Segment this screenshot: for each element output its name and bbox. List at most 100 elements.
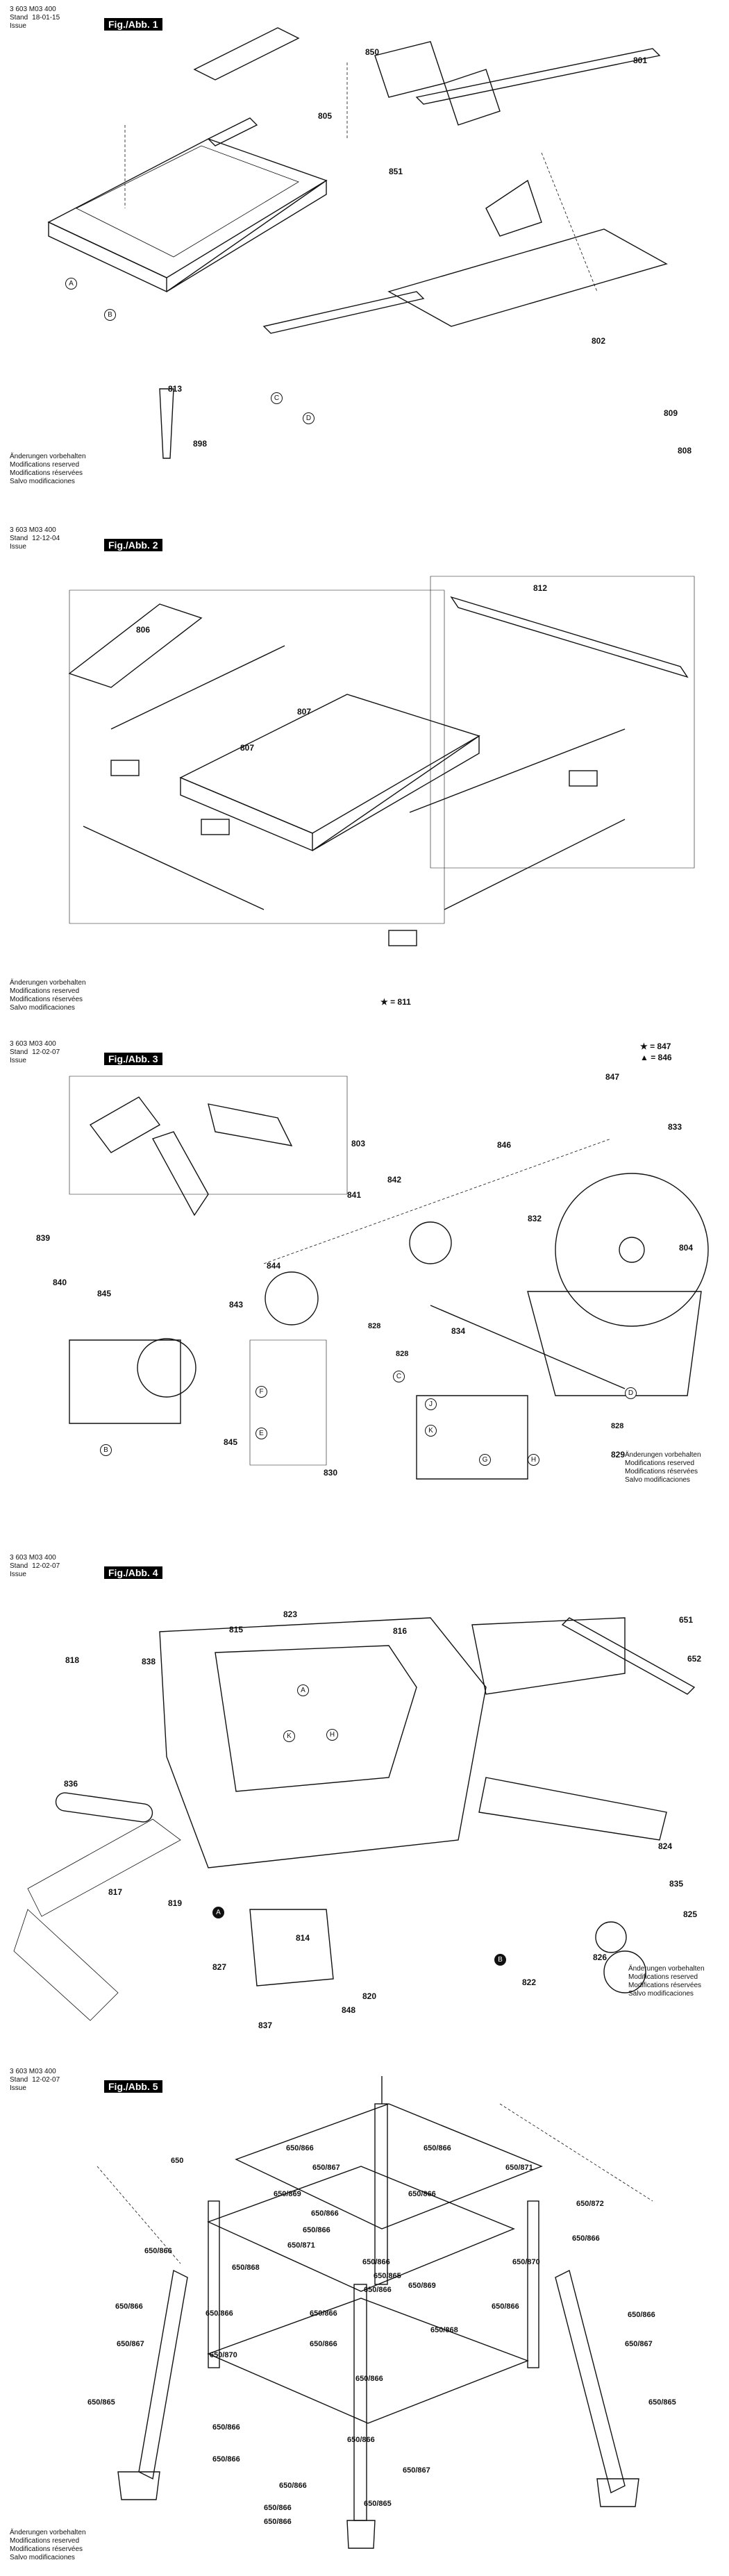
ref-letter: J (425, 1398, 437, 1410)
part-label: 650/866 (212, 2455, 240, 2464)
part-label: 650/866 (286, 2144, 314, 2152)
exploded-view-1 (47, 27, 668, 459)
part-label: 820 (362, 1991, 377, 2001)
part-label: 825 (683, 1909, 698, 1919)
part-label: 650/872 (576, 2200, 604, 2208)
exploded-view-2 (68, 576, 695, 946)
part-label: 844 (267, 1261, 281, 1271)
stand-label: Stand (10, 14, 28, 22)
part-label: 812 (533, 583, 548, 593)
part-label: 650/866 (364, 2286, 392, 2294)
date: 18-01-15 (32, 14, 60, 22)
part-label: 650/865 (364, 2500, 392, 2508)
part-label: 650/866 (311, 2209, 339, 2218)
figure-title: Fig./Abb. 3 (104, 1053, 162, 1065)
legend: ★ = 847 (640, 1042, 671, 1051)
part-label: 827 (212, 1962, 227, 1972)
part-label: 838 (142, 1657, 156, 1666)
part-label: 840 (53, 1278, 67, 1287)
part-label: 842 (387, 1175, 402, 1185)
part-label: 650/871 (287, 2241, 315, 2250)
exploded-view-5 (97, 2076, 653, 2549)
part-label: 817 (108, 1887, 123, 1897)
figure-title: Fig./Abb. 4 (104, 1566, 162, 1579)
part-label: 834 (451, 1326, 466, 1336)
figure-title: Fig./Abb. 5 (104, 2080, 162, 2093)
part-label: 650/866 (264, 2518, 292, 2526)
part-label: 807 (240, 743, 255, 753)
part-label: 814 (296, 1933, 310, 1943)
part-label: 824 (658, 1841, 673, 1851)
legend: ★ = 811 (380, 997, 411, 1007)
figure-title: Fig./Abb. 2 (104, 539, 162, 551)
part-label: 650/869 (274, 2190, 301, 2198)
ref-letter: A (297, 1684, 309, 1696)
part-label: 650/867 (403, 2466, 430, 2475)
part-label: 813 (168, 384, 183, 394)
part-label: 802 (592, 336, 606, 346)
part-label: 839 (36, 1233, 51, 1243)
part-label: 828 (368, 1322, 381, 1330)
ref-letter: A (65, 278, 77, 290)
part-label: 805 (318, 111, 333, 121)
ref-letter: K (425, 1425, 437, 1437)
ref-letter: B (100, 1444, 112, 1456)
part-label: 816 (393, 1626, 408, 1636)
part-label: 650/868 (430, 2326, 458, 2334)
part-label: 837 (258, 2021, 273, 2030)
ref-letter: H (326, 1729, 338, 1741)
part-label: 828 (611, 1422, 624, 1430)
part-label: 650/865 (374, 2272, 401, 2280)
part-label: 850 (365, 47, 380, 57)
part-label: 650/868 (232, 2264, 260, 2272)
part-label: 650/865 (87, 2398, 115, 2407)
part-label: 650/866 (355, 2375, 383, 2383)
part-label: 650/866 (628, 2311, 655, 2319)
part-label: 650/866 (264, 2504, 292, 2512)
part-label: 650/866 (408, 2190, 436, 2198)
ref-letter: B (104, 309, 116, 321)
part-label: 819 (168, 1898, 183, 1908)
exploded-view-3 (69, 1076, 709, 1480)
part-label: 823 (283, 1609, 298, 1619)
figure-title: Fig./Abb. 1 (104, 18, 162, 31)
ref-letter: K (283, 1730, 295, 1742)
part-label: 835 (669, 1879, 684, 1889)
part-label: 650/866 (212, 2423, 240, 2432)
part-label: 650/866 (279, 2482, 307, 2490)
part-label: 804 (679, 1243, 694, 1253)
part-label: 846 (497, 1140, 512, 1150)
ref-letter: H (528, 1454, 539, 1466)
ref-letter: B (494, 1954, 506, 1966)
part-label: 650/866 (347, 2436, 375, 2444)
part-label: 815 (229, 1625, 244, 1634)
part-label: 650/866 (310, 2309, 337, 2318)
part-label: 650/869 (408, 2282, 436, 2290)
legend: ▲ = 846 (640, 1053, 672, 1062)
exploded-view-4 (13, 1617, 696, 2021)
part-label: 808 (678, 446, 692, 455)
part-label: 650/870 (210, 2351, 237, 2359)
part-label: 807 (297, 707, 312, 717)
ref-letter: A (212, 1907, 224, 1918)
ref-letter: E (255, 1428, 267, 1439)
part-label: 848 (342, 2005, 356, 2015)
part-label: 826 (593, 1952, 608, 1962)
part-label: 650/866 (144, 2247, 172, 2255)
doc-number: 3 603 M03 400 (10, 6, 56, 13)
part-label: 806 (136, 625, 151, 635)
part-label: 803 (351, 1139, 366, 1148)
part-label: 841 (347, 1190, 362, 1200)
part-label: 836 (64, 1779, 78, 1789)
part-label: 650/866 (206, 2309, 233, 2318)
part-label: 650/866 (303, 2226, 330, 2234)
